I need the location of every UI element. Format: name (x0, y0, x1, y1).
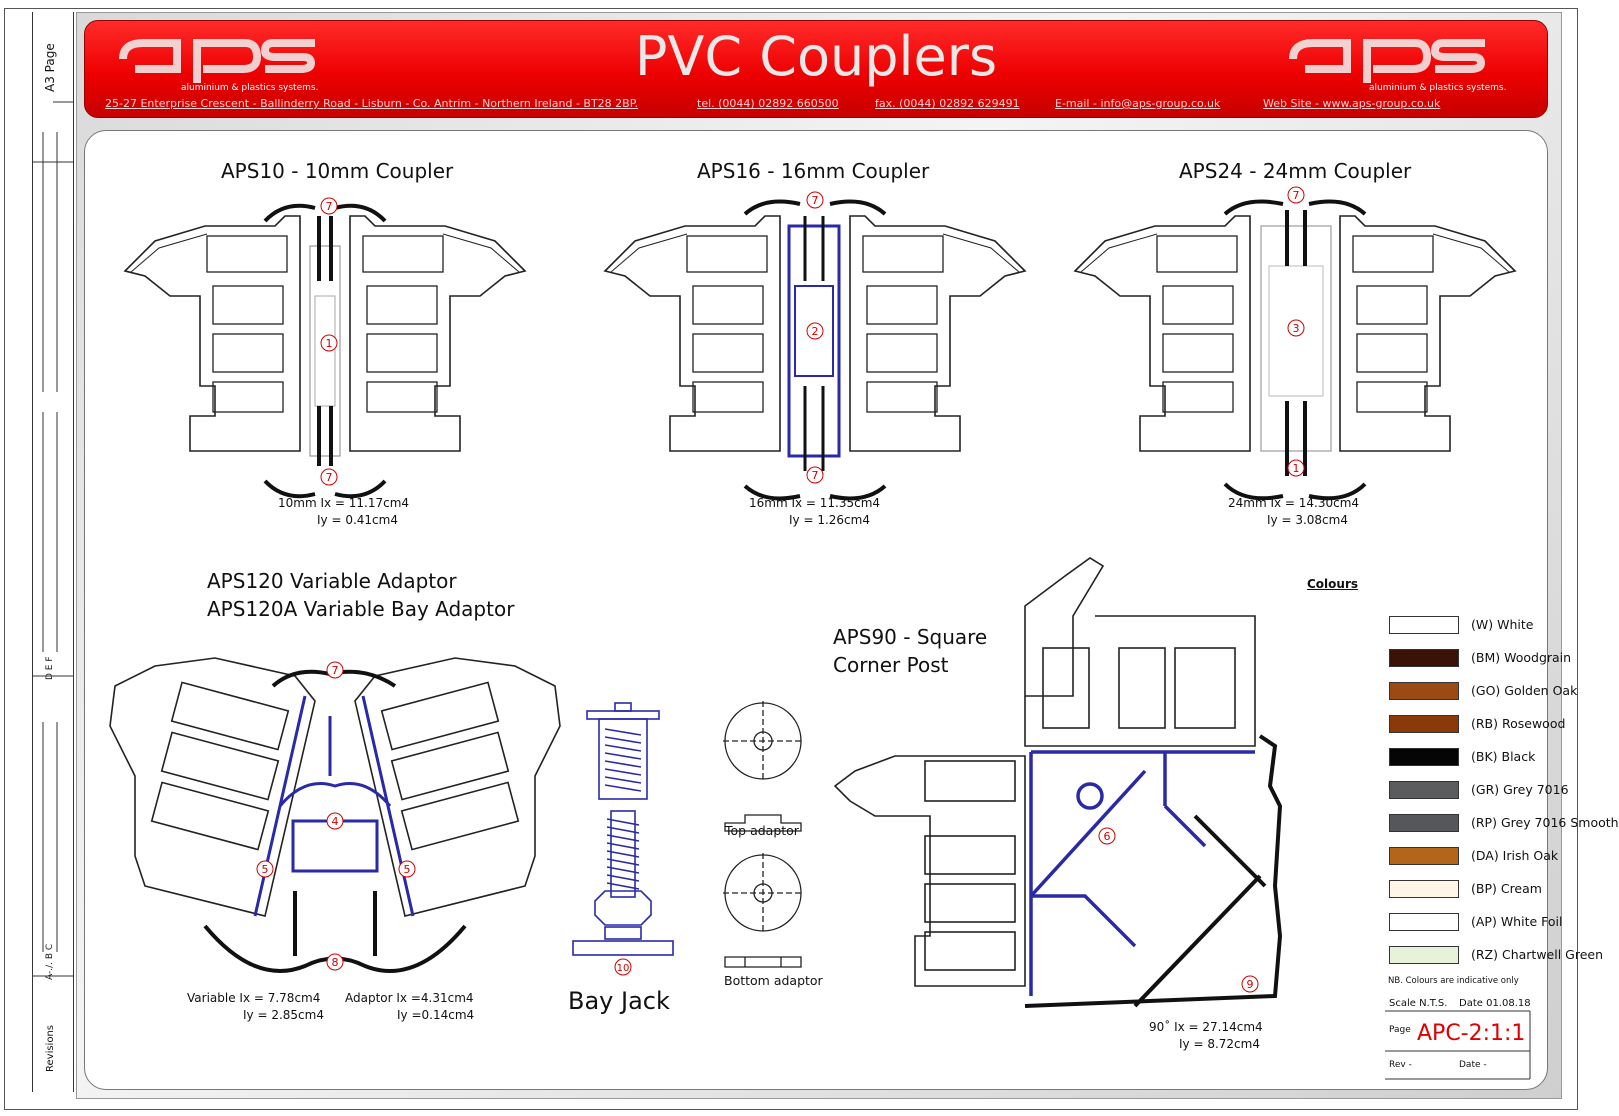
colour-label: (W) White (1471, 617, 1534, 632)
colour-swatch (1389, 715, 1459, 733)
aps-logo-right (1289, 39, 1486, 83)
marker-aps24-top: 7 (1293, 189, 1300, 202)
bottom-adaptor-label: Bottom adaptor (724, 973, 823, 988)
colour-label: (GO) Golden Oak (1471, 683, 1578, 698)
title-banner: aluminium & plastics systems. PVC Couple… (84, 20, 1548, 118)
aps24-ix: 24mm Ix = 14.30cm4 (1228, 496, 1360, 510)
colour-swatch (1389, 781, 1459, 799)
aps10-drawing (124, 203, 526, 499)
adaptor-variable-iy: Iy = 2.85cm4 (243, 1008, 324, 1022)
sidebar: A3 Page D E F A-./. B C Revisions (32, 12, 74, 1092)
aps10-title: APS10 - 10mm Coupler (221, 159, 454, 183)
address: 25-27 Enterprise Crescent - Ballinderry … (105, 97, 639, 110)
aps16-ix: 16mm Ix = 11.35cm4 (749, 496, 881, 510)
colour-label: (BM) Woodgrain (1471, 650, 1572, 665)
drawing-sheet (4, 8, 1578, 1110)
telephone: tel. (0044) 02892 660500 (697, 97, 839, 110)
adaptor-variable-ix: Variable Ix = 7.78cm4 (187, 991, 321, 1005)
aps-logo-left (119, 39, 316, 83)
colour-swatch (1389, 748, 1459, 766)
colour-swatch (1389, 814, 1459, 832)
colour-label: (RZ) Chartwell Green (1471, 947, 1604, 962)
bay-jack-drawing: 10 (572, 701, 803, 976)
bay-jack-title: Bay Jack (568, 987, 670, 1015)
colour-label: (BK) Black (1471, 749, 1536, 764)
aps24-drawing (1074, 199, 1516, 501)
colour-swatch (1389, 616, 1459, 634)
sidebar-lines (33, 101, 73, 977)
aps120-title: APS120 Variable Adaptor (207, 569, 457, 593)
aps24-iy: Iy = 3.08cm4 (1267, 513, 1348, 527)
marker-adaptor-4: 4 (332, 815, 339, 828)
marker-adaptor-7: 7 (332, 664, 339, 677)
marker-aps16-top: 7 (812, 194, 819, 207)
colour-swatch (1389, 847, 1459, 865)
aps24-title: APS24 - 24mm Coupler (1179, 159, 1412, 183)
aps16-iy: Iy = 1.26cm4 (789, 513, 870, 527)
marker-aps10-bottom: 7 (326, 471, 333, 484)
marker-adaptor-5b: 5 (404, 863, 411, 876)
tagline-left: aluminium & plastics systems. (181, 83, 319, 93)
marker-bay-jack: 10 (617, 963, 630, 974)
aps16-drawing (604, 199, 1026, 501)
colours-heading: Colours (1307, 577, 1359, 591)
marker-adaptor-5a: 5 (262, 863, 269, 876)
adaptor-drawing: 7 4 5 5 8 (109, 657, 561, 973)
corner-post-drawing: 6 9 (833, 557, 1283, 1008)
colour-label: (RB) Rosewood (1471, 716, 1566, 731)
rev-date-label: Date - (1459, 1060, 1487, 1070)
marker-aps10-top: 7 (326, 200, 333, 213)
aps10-ix: 10mm Ix = 11.17cm4 (278, 496, 410, 510)
date-label: Date 01.08.18 (1459, 998, 1531, 1009)
colour-swatch (1389, 913, 1459, 931)
top-adaptor-label: Top adaptor (725, 823, 799, 838)
colour-swatch (1389, 682, 1459, 700)
marker-corner-9: 9 (1247, 978, 1254, 991)
email-link[interactable]: E-mail - info@aps-group.co.uk (1055, 97, 1221, 110)
aps90-title-line1: APS90 - Square (833, 625, 988, 649)
website-link[interactable]: Web Site - www.aps-group.co.uk (1263, 97, 1441, 110)
colour-label: (RP) Grey 7016 Smooth (1471, 815, 1619, 830)
tagline-right: aluminium & plastics systems. (1369, 83, 1507, 93)
colour-label: (DA) Irish Oak (1471, 848, 1559, 863)
page-title: PVC Couplers (634, 25, 998, 88)
page-code-label: Page (1389, 1025, 1411, 1035)
fax: fax. (0044) 02892 629491 (875, 97, 1020, 110)
coupler-drawings: 7 1 7 7 2 7 7 3 1 (124, 186, 1516, 501)
aps90-iy: Iy = 8.72cm4 (1179, 1037, 1260, 1051)
colour-swatch (1389, 649, 1459, 667)
aps16-title: APS16 - 16mm Coupler (697, 159, 930, 183)
aps120a-title: APS120A Variable Bay Adaptor (207, 597, 515, 621)
colour-label: (BP) Cream (1471, 881, 1542, 896)
aps90-ix: 90˚ Ix = 27.14cm4 (1149, 1020, 1263, 1034)
marker-aps24-bottom: 1 (1293, 462, 1300, 475)
adaptor-iy: Iy =0.14cm4 (397, 1008, 475, 1022)
drawing-panel: APS10 - 10mm Coupler APS16 - 16mm Couple… (84, 130, 1619, 1090)
marker-aps24-mid: 3 (1293, 322, 1300, 335)
marker-aps10-mid: 1 (326, 337, 333, 350)
aps10-iy: Iy = 0.41cm4 (317, 513, 398, 527)
title-block-lines (1385, 1010, 1531, 1080)
marker-aps16-mid: 2 (812, 325, 819, 338)
rev-label: Rev - (1389, 1060, 1412, 1070)
colour-swatch (1389, 880, 1459, 898)
colour-label: (AP) White Foil (1471, 914, 1563, 929)
colours-note: NB. Colours are indicative only (1388, 976, 1519, 986)
marker-corner-6: 6 (1104, 830, 1111, 843)
colour-swatch (1389, 946, 1459, 964)
adaptor-ix: Adaptor Ix =4.31cm4 (345, 991, 474, 1005)
page-code: APC-2:1:1 (1417, 1021, 1526, 1046)
scale-label: Scale N.T.S. (1389, 998, 1448, 1009)
colour-label: (GR) Grey 7016 (1471, 782, 1569, 797)
marker-aps16-bottom: 7 (812, 469, 819, 482)
aps90-title-line2: Corner Post (833, 653, 949, 677)
marker-adaptor-8: 8 (332, 956, 339, 969)
